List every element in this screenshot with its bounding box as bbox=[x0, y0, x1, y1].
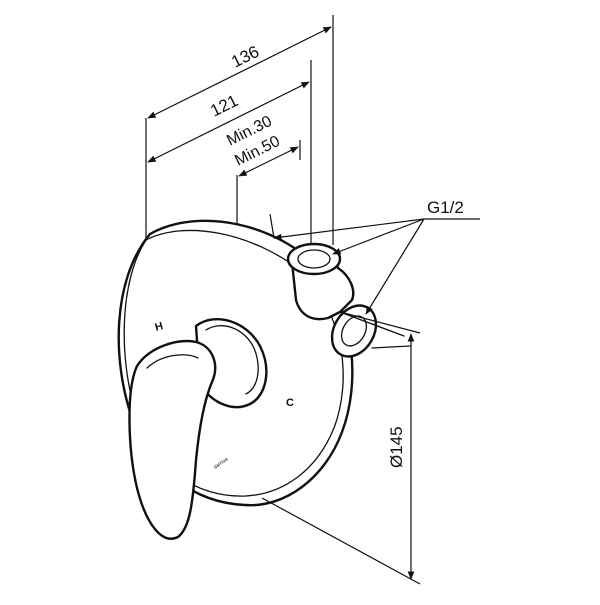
lever-handle bbox=[128, 318, 268, 540]
dimension-121-label: 121 bbox=[207, 91, 241, 121]
hot-marking: H bbox=[154, 320, 165, 334]
dimension-diameter-label: Ø145 bbox=[387, 426, 406, 468]
thread-label: G1/2 bbox=[427, 198, 464, 217]
cold-marking: C bbox=[286, 397, 294, 409]
thread-callout: G1/2 bbox=[269, 198, 480, 315]
dimension-diameter: Ø145 bbox=[261, 312, 421, 585]
dimension-min: Min.30 Min.50 bbox=[224, 113, 301, 237]
dimension-136-label: 136 bbox=[228, 42, 262, 72]
valve-body bbox=[286, 242, 411, 358]
